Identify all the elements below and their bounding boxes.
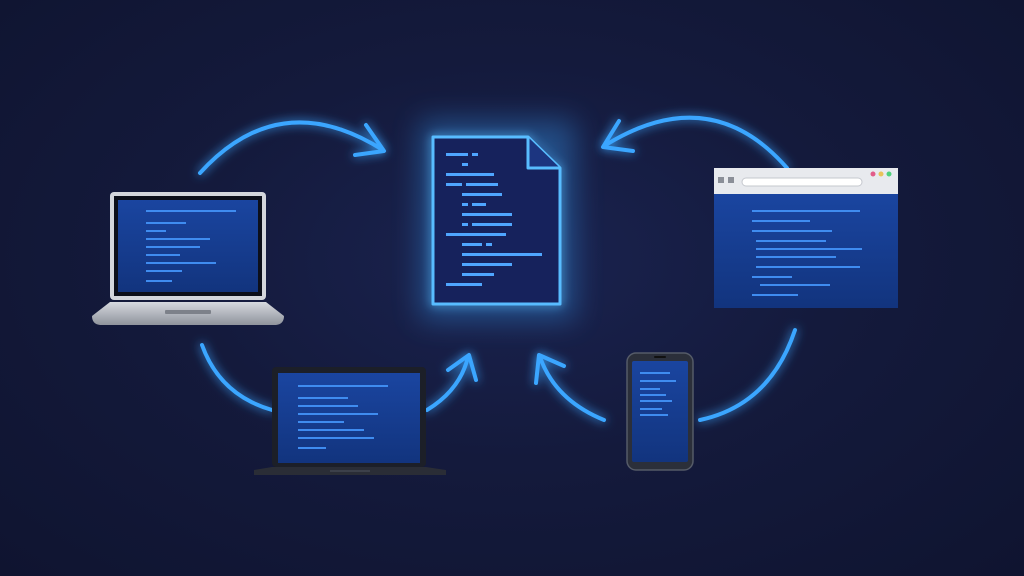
document-icon bbox=[431, 135, 562, 306]
laptop-icon bbox=[92, 192, 284, 325]
arrows bbox=[198, 115, 797, 422]
laptop-left-code-lines bbox=[146, 210, 236, 282]
browser-right bbox=[714, 168, 898, 308]
smartphone-right bbox=[626, 352, 694, 471]
browser-code-lines bbox=[752, 210, 862, 296]
window-dot-3 bbox=[886, 171, 892, 177]
document-code-lines bbox=[446, 153, 542, 286]
window-dot-2 bbox=[878, 171, 884, 177]
window-dot-1 bbox=[870, 171, 876, 177]
laptop-bottom bbox=[254, 367, 446, 475]
laptop-left bbox=[92, 192, 284, 325]
arrow-top-left-to-document bbox=[198, 120, 386, 175]
laptop-icon bbox=[254, 367, 446, 475]
arrow-top-right-to-document bbox=[601, 115, 789, 170]
smartphone-icon bbox=[626, 352, 694, 471]
central-document bbox=[420, 120, 575, 320]
smartphone-code-lines bbox=[640, 372, 676, 416]
browser-window-icon bbox=[714, 168, 898, 308]
arrow-bottom-left-to-document bbox=[200, 343, 478, 412]
arrow-bottom-right-to-document bbox=[534, 328, 797, 422]
laptop-bottom-code-lines bbox=[298, 385, 388, 449]
